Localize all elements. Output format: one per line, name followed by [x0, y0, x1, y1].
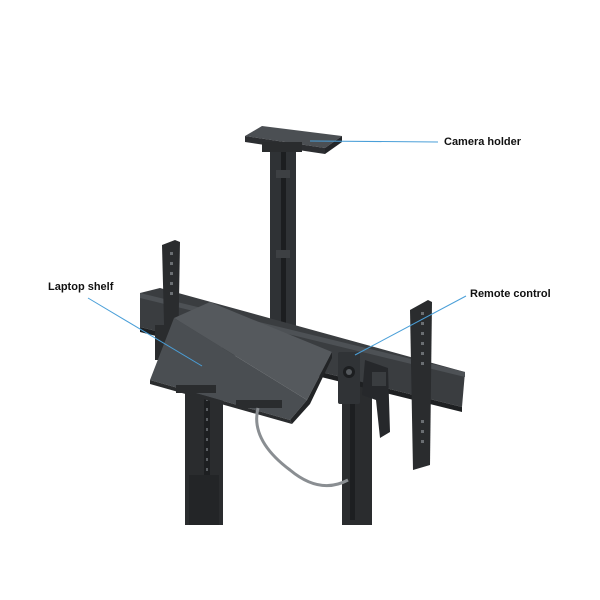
left-column	[185, 385, 223, 525]
callout-lines	[87, 140, 467, 367]
laptop-shelf	[150, 302, 332, 424]
camera-pole	[270, 145, 296, 330]
remote-control-label: Remote control	[470, 288, 551, 300]
callout-camera-line	[309, 140, 439, 143]
callout-remote-line	[354, 295, 467, 356]
remote-control-holder	[338, 352, 390, 438]
flexible-cable	[255, 407, 349, 488]
camera-holder-plate	[245, 126, 342, 154]
camera-holder-label: Camera holder	[444, 136, 522, 148]
right-vesa-rail	[410, 300, 432, 470]
laptop-shelf-label: Laptop shelf	[48, 281, 114, 293]
callout-laptop-line	[87, 297, 203, 367]
